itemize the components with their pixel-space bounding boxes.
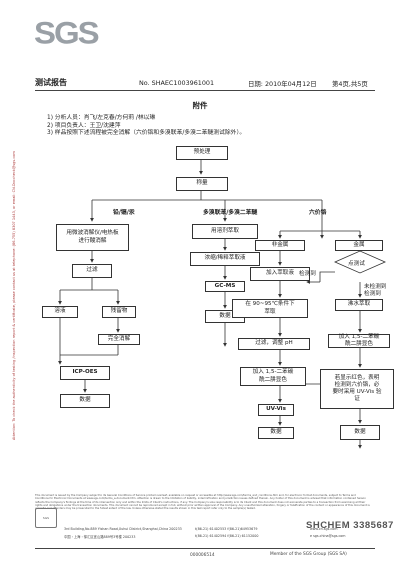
filter-ph-box: 过滤，调整 pH	[238, 338, 310, 350]
appendix-notes: 1) 分析人员：肖飞/左克春/方何莉 /林以琳 2) 项目负责人：王卫/沈建萍 …	[47, 115, 245, 138]
address-en: 3rd Building,No.889 Yishan Road,Xuhui Di…	[64, 527, 182, 531]
gc-ms-box: GC-MS	[205, 281, 245, 292]
footer-disclaimer: This document is issued by the Company s…	[35, 494, 370, 511]
data-box-pb: 数据	[60, 394, 110, 408]
branch-pb-cd-hg: 铅/镉/汞	[113, 210, 135, 216]
concentrate-box: 浓缩/稀释萃取液	[190, 252, 260, 266]
branch-pbb-pbde: 多溴联苯/多溴二苯醚	[203, 210, 258, 216]
header-rule	[35, 90, 375, 91]
spot-test-label: 点测试	[348, 261, 365, 267]
branch-cr6: 六价铬	[309, 210, 327, 216]
full-digestion-box: 完全消解	[98, 334, 140, 345]
residue-box: 残留物	[102, 306, 136, 318]
solution-box: 溶液	[42, 306, 78, 318]
weigh-box: 称量	[176, 177, 228, 191]
serial-number: SHCHEM 3385687	[306, 520, 394, 531]
website: www.cn.sgs.com	[310, 527, 338, 531]
filter-box: 过滤	[72, 264, 112, 278]
sgs-member-note: Member of the SGS Group (SGS SA)	[270, 552, 347, 557]
data-box-cr-metal: 数据	[340, 425, 380, 440]
note-1: 1) 分析人员：肖飞/左克春/方何莉 /林以琳	[47, 115, 156, 121]
phone-line-1: t(86-21) 61402553 f(86-21)64953679	[195, 527, 258, 531]
pretreat-box: 预处理	[176, 146, 228, 160]
not-detected-label: 未检测到	[364, 284, 387, 290]
phone-line-2: t(86-21) 61402594 f(86-21) 61152000	[195, 534, 259, 538]
document-code: 000006514	[190, 553, 215, 558]
solvent-extraction-box: 用溶剂萃取	[192, 224, 258, 239]
nonmetal-box: 非金属	[255, 240, 305, 251]
uv-vis-box: UV-Vis	[258, 404, 294, 416]
detected-label-2: 检测到	[364, 291, 381, 297]
report-title: 测试报告	[35, 78, 67, 87]
add-dpc-box: 加入 1,5-二苯碳 酰二肼显色	[240, 367, 306, 386]
add-extract-box: 加入萃取液	[250, 267, 310, 281]
email: e sgs.china@sgs.com	[310, 534, 346, 538]
appendix-title: 附件	[192, 101, 208, 110]
heat-extraction-box: 在 90~95℃条件下 萃取	[232, 299, 308, 318]
microwave-digestion-box: 用微波消解仪/电热板 进行酸消解	[56, 224, 129, 251]
address-cn: 中国・上海・徐汇区宜山路889号3号楼 200233	[64, 535, 136, 539]
add-dpc-box-2: 加入 1,5-二苯碳 酰二肼显色	[328, 334, 390, 348]
boiling-extraction-box: 沸水萃取	[335, 299, 383, 311]
icp-oes-box: ICP-OES	[60, 366, 110, 380]
color-result-box: 若显示红色，表明 检测到六价铬，必 要时采用 UV-Vis 验 证	[320, 369, 394, 409]
page-number: 第4页,共5页	[332, 80, 368, 88]
report-date: 日期: 2010年04月12日	[248, 80, 317, 88]
note-2: 2) 项目负责人：王卫/沈建萍	[47, 122, 121, 129]
sgs-logo: SGS	[34, 14, 100, 51]
detected-label-1: 检测到	[299, 271, 316, 277]
report-number: No. SHAEC1003961001	[139, 79, 215, 87]
sgs-seal: SGS	[35, 508, 57, 528]
data-box-cr-nonmetal: 数据	[258, 427, 294, 439]
metal-box: 金属	[335, 240, 383, 251]
footer-rule	[35, 548, 375, 549]
note-3: 3) 样品按照下述流程被完全消解（六价铬和多溴联苯/多溴二苯醚测试除外）。	[47, 130, 246, 137]
